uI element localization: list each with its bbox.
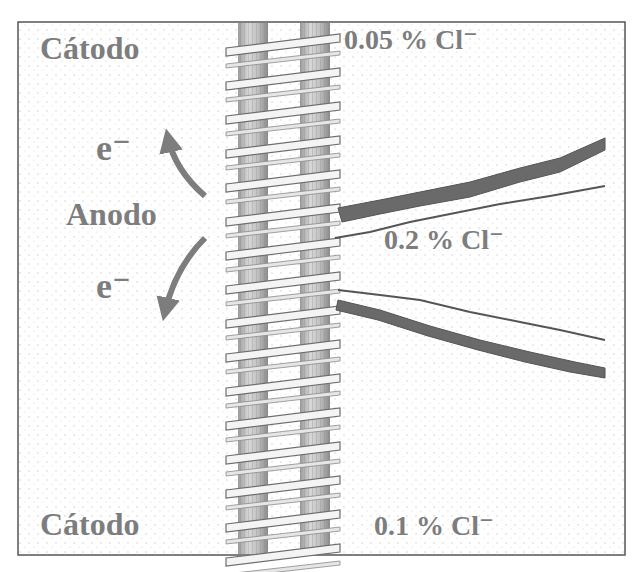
stirrup-wraps bbox=[226, 34, 340, 572]
frame bbox=[18, 22, 625, 555]
cathode-label: Cátodo bbox=[40, 508, 140, 540]
anode-label: Anodo bbox=[66, 198, 157, 230]
crack bbox=[335, 138, 605, 378]
electron-label: e⁻ bbox=[96, 130, 131, 166]
electron-flow-arrows bbox=[165, 138, 205, 312]
chloride-level: 0.2 % Cl⁻ bbox=[384, 226, 504, 254]
chloride-level: 0.1 % Cl⁻ bbox=[374, 512, 494, 540]
electron-label: e⁻ bbox=[96, 268, 131, 304]
cathode-label: Cátodo bbox=[40, 32, 140, 64]
chloride-level: 0.05 % Cl⁻ bbox=[344, 26, 478, 54]
